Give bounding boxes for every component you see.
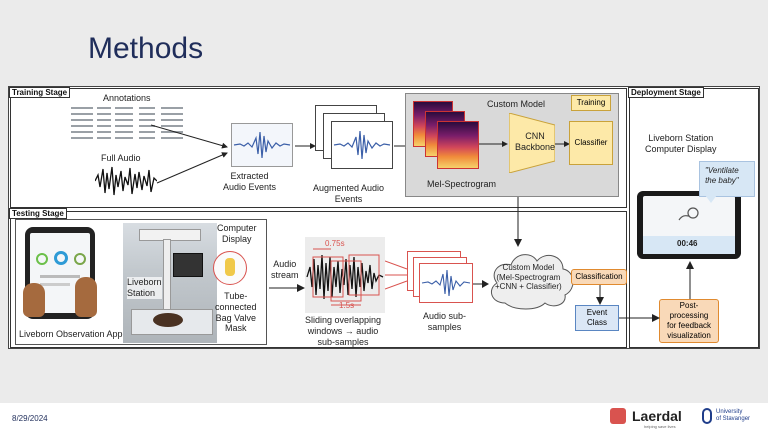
deployment-tablet: 00:46 xyxy=(637,191,741,259)
hand-left xyxy=(23,283,45,317)
uis-logo-mark xyxy=(702,408,712,424)
subsample-to-model-arrow xyxy=(473,280,489,288)
custom-model-cloud xyxy=(490,254,574,310)
uis-logo-line1: University xyxy=(716,409,743,415)
mel-spectrogram-label: Mel-Spectrogram xyxy=(427,179,497,189)
training-arrow-5 xyxy=(555,141,570,147)
sliding-window-plot xyxy=(305,237,385,313)
speech-bubble-text: "Ventilate the baby" xyxy=(705,166,739,185)
extracted-audio-plot xyxy=(231,123,293,167)
event-class-box: Event Class xyxy=(575,305,619,331)
postprocessing-box: Post- processing for feedback visualizat… xyxy=(659,299,719,343)
classifier-box: Classifier xyxy=(569,121,613,165)
mel-spectrogram-3 xyxy=(437,121,479,169)
speech-bubble-tail xyxy=(705,195,717,203)
classification-to-event-arrow xyxy=(596,285,604,305)
bag-valve-circle xyxy=(213,251,247,285)
speech-bubble xyxy=(699,161,755,197)
laerdal-logo-text: Laerdal xyxy=(632,408,682,424)
sliding-windows-label: Sliding overlapping windows → audio sub-… xyxy=(305,315,382,347)
sliding-to-subsample-arrows xyxy=(385,260,408,290)
full-audio-waveform xyxy=(95,163,157,199)
liveborn-station-photo xyxy=(123,223,217,343)
postprocess-to-display-arrow xyxy=(686,261,694,299)
uis-logo-line2: of Stavanger xyxy=(716,415,751,422)
augmented-card-front xyxy=(331,121,393,169)
hand-right xyxy=(75,277,97,317)
window-length-label: 1.5s xyxy=(339,301,355,310)
cnn-backbone-shape xyxy=(509,113,555,173)
custom-model-cloud-label: Custom Model (Mel-Spectrogram +CNN + Cla… xyxy=(495,263,562,292)
custom-model-label: Custom Model xyxy=(487,99,546,109)
slide-date: 8/29/2024 xyxy=(12,414,48,423)
deployment-stage-label: Deployment Stage xyxy=(628,87,704,98)
event-to-postprocess-arrow xyxy=(619,314,660,322)
testing-stage-label: Testing Stage xyxy=(9,208,67,219)
training-arrow-2 xyxy=(295,143,316,149)
methods-diagram-panel: Training Stage Annotations Full Audio Ex… xyxy=(8,86,760,349)
model-transfer-arrow xyxy=(514,197,522,247)
training-badge: Training xyxy=(571,95,611,111)
audio-stream-arrow xyxy=(269,284,305,292)
deployment-timer: 00:46 xyxy=(677,239,698,248)
uis-logo-text: University of Stavanger xyxy=(716,409,750,422)
annotations-table xyxy=(71,107,183,139)
training-arrows-1 xyxy=(150,124,228,184)
annotations-label: Annotations xyxy=(103,93,151,103)
page-title: Methods xyxy=(88,32,204,65)
augmented-audio-label: Augmented Audio Events xyxy=(313,183,385,204)
training-stage-box xyxy=(10,88,627,208)
full-audio-label: Full Audio xyxy=(101,153,141,163)
computer-display-label: Computer Display xyxy=(217,223,257,244)
observation-app-label: Liveborn Observation App xyxy=(19,329,123,339)
training-stage-label: Training Stage xyxy=(9,87,71,98)
audio-stream-label: Audio stream xyxy=(271,259,299,280)
baby-icon xyxy=(678,207,699,221)
liveborn-station-label: Liveborn Station xyxy=(127,277,162,299)
subsample-card-front xyxy=(419,263,473,303)
training-arrow-4 xyxy=(479,141,508,147)
subsamples-label: Audio sub- samples xyxy=(423,311,467,332)
deployment-display-title: Liveborn Station Computer Display xyxy=(645,133,717,154)
timer-bar xyxy=(643,236,735,254)
bag-valve-label: Tube- connected Bag Valve Mask xyxy=(215,291,257,334)
cnn-backbone-label: CNN Backbone xyxy=(515,131,556,152)
laerdal-tagline: helping save lives xyxy=(644,424,676,429)
extracted-audio-label: Extracted Audio Events xyxy=(223,171,277,192)
laerdal-logo xyxy=(610,408,626,424)
classification-box: Classification xyxy=(571,269,627,285)
window-offset-label: 0.75s xyxy=(325,239,345,248)
